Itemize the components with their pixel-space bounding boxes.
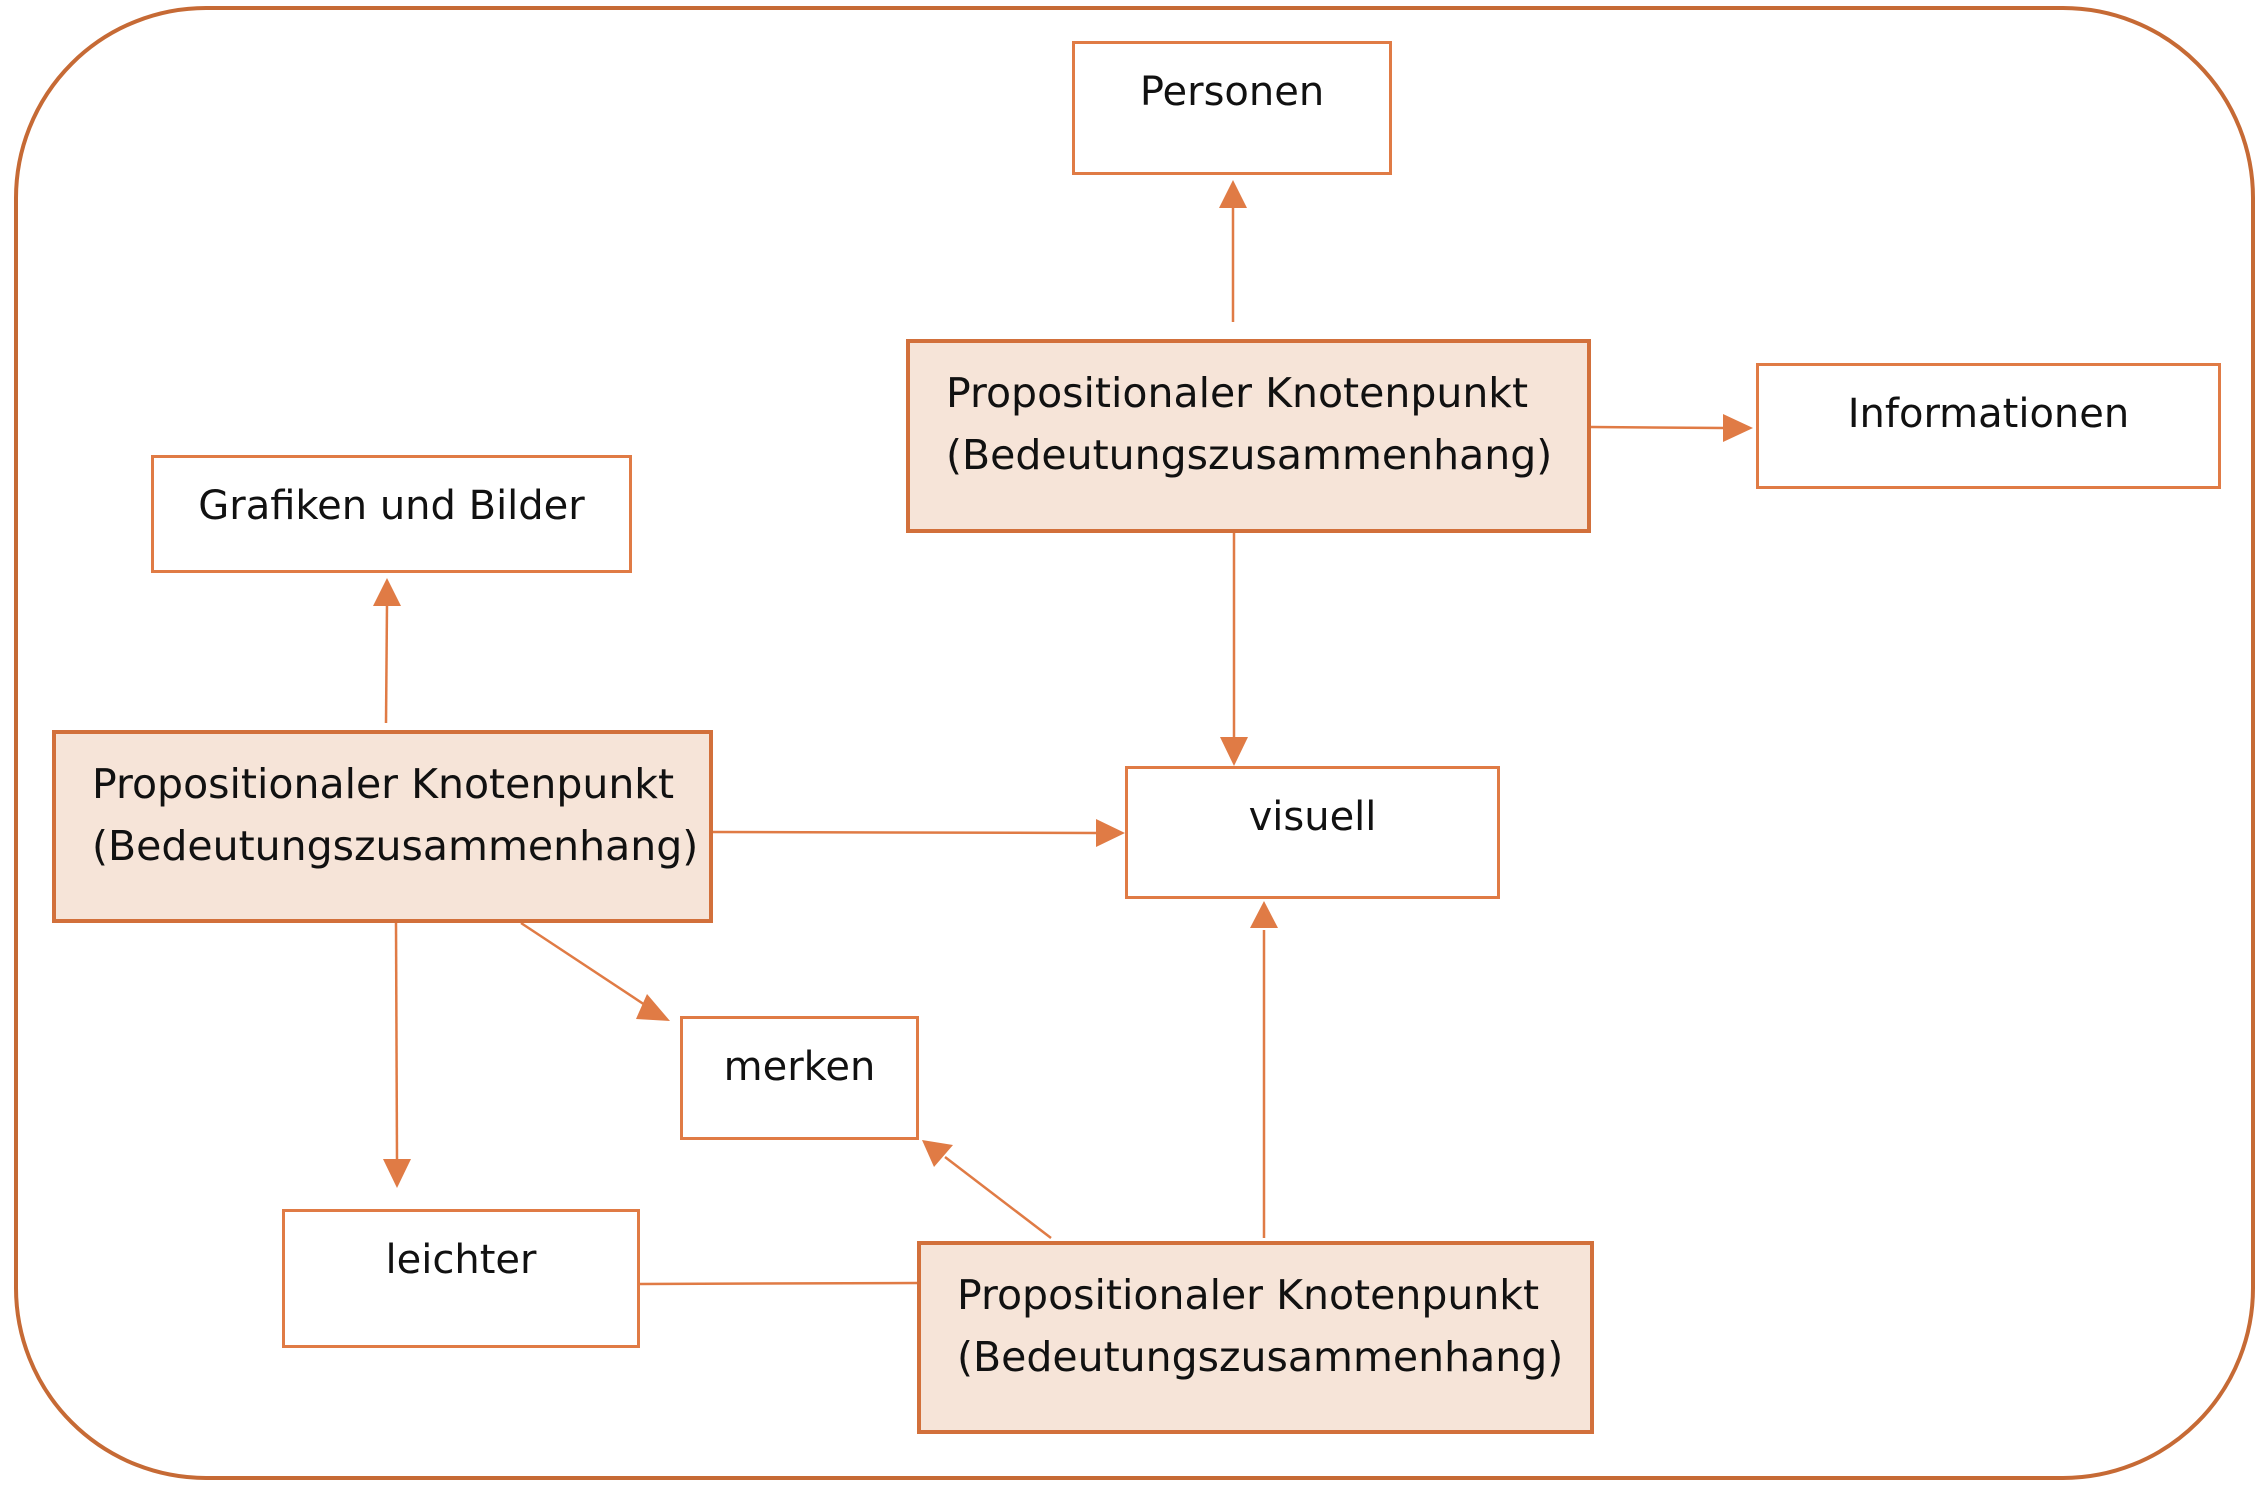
proposition-node-bottom: Propositionaler Knotenpunkt (Bedeutungsz…: [917, 1241, 1594, 1434]
edge-left-to-merken: [520, 921, 646, 1007]
arrowhead-visuell-from-top: [1220, 737, 1248, 766]
proposition-node-top: Propositionaler Knotenpunkt (Bedeutungsz…: [906, 339, 1591, 533]
node-leichter: leichter: [282, 1209, 640, 1348]
outer-frame: [14, 6, 2255, 1480]
node-visuell: visuell: [1125, 766, 1500, 899]
node-leichter-label: leichter: [385, 1237, 537, 1283]
arrowhead-grafiken: [373, 578, 401, 606]
proposition-top-line2: (Bedeutungszusammenhang): [946, 430, 1553, 479]
proposition-bottom-line1: Propositionaler Knotenpunkt: [957, 1271, 1540, 1319]
edge-bottom-to-merken: [944, 1156, 1052, 1239]
node-merken: merken: [680, 1016, 919, 1140]
edge-left-to-visuell: [712, 830, 1098, 835]
arrowhead-personen: [1219, 180, 1247, 208]
node-merken-label: merken: [723, 1044, 876, 1090]
proposition-node-left: Propositionaler Knotenpunkt (Bedeutungsz…: [52, 730, 713, 923]
proposition-left-line2: (Bedeutungszusammenhang): [92, 821, 699, 870]
arrowhead-informationen: [1723, 414, 1753, 442]
arrowhead-visuell-from-bottom: [1250, 901, 1278, 928]
proposition-left-line1: Propositionaler Knotenpunkt: [92, 760, 675, 808]
arrowhead-merken-from-left: [636, 994, 670, 1021]
node-personen-label: Personen: [1139, 69, 1325, 115]
node-grafiken-label: Grafiken und Bilder: [198, 483, 585, 529]
proposition-top-line1: Propositionaler Knotenpunkt: [946, 369, 1529, 417]
proposition-bottom-line2: (Bedeutungszusammenhang): [957, 1332, 1564, 1381]
arrowhead-leichter: [383, 1159, 411, 1188]
node-grafiken-und-bilder: Grafiken und Bilder: [151, 455, 632, 573]
edge-bottom-to-leichter: [639, 1281, 918, 1286]
arrowhead-merken-from-bottom: [922, 1140, 953, 1167]
node-informationen: Informationen: [1756, 363, 2221, 489]
node-personen: Personen: [1072, 41, 1392, 175]
arrowhead-visuell-from-left: [1096, 819, 1125, 847]
edge-top-to-informationen: [1590, 425, 1725, 430]
edge-left-to-grafiken: [384, 603, 389, 724]
node-visuell-label: visuell: [1248, 794, 1377, 840]
node-informationen-label: Informationen: [1847, 391, 2130, 437]
edge-left-to-leichter: [394, 922, 399, 1161]
